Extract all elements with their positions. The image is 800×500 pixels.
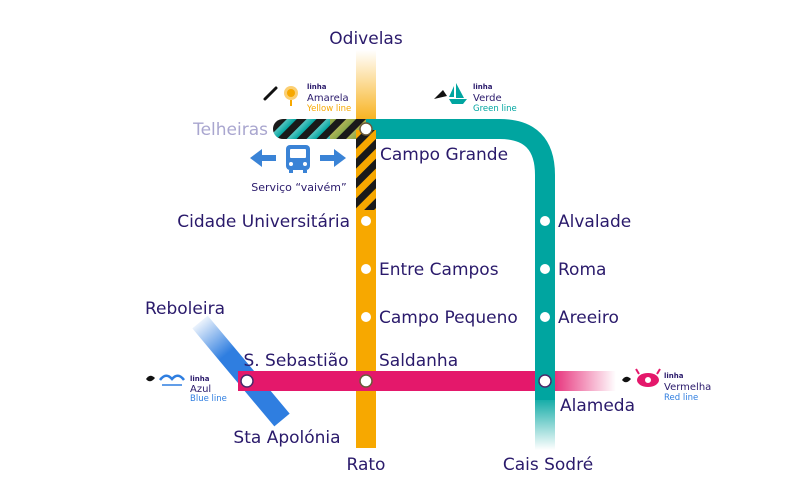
legend-yellow-linha: linha xyxy=(307,83,327,91)
bus-icon xyxy=(286,145,310,173)
station-label-alameda[interactable]: Alameda xyxy=(560,396,635,416)
legend-blue-linha: linha xyxy=(190,375,210,383)
arrow-right-icon xyxy=(320,149,346,167)
compass-icon xyxy=(635,368,661,387)
legend-green-line: linha Verde Green line xyxy=(434,83,517,114)
train-symbol-icon xyxy=(434,90,447,99)
station-dot-entre-campos[interactable] xyxy=(361,264,371,274)
shuttle-segment-vertical xyxy=(356,130,376,210)
station-label-cidade-universitaria[interactable]: Cidade Universitária xyxy=(177,212,350,232)
station-dot-s-sebastiao[interactable] xyxy=(240,374,254,388)
station-label-campo-pequeno[interactable]: Campo Pequeno xyxy=(379,308,518,328)
station-label-areeiro[interactable]: Areeiro xyxy=(558,308,619,328)
station-label-entre-campos[interactable]: Entre Campos xyxy=(379,260,499,280)
green-line-fade xyxy=(535,395,555,450)
station-label-s-sebastiao[interactable]: S. Sebastião xyxy=(243,351,348,371)
legend-blue-name: Azul xyxy=(190,384,211,395)
shuttle-label: Serviço “vaivém” xyxy=(251,181,346,194)
station-dot-areeiro[interactable] xyxy=(540,312,550,322)
train-symbol-icon xyxy=(622,376,631,383)
train-symbol-icon xyxy=(146,375,155,382)
legend-yellow-line: linha Amarela Yellow line xyxy=(263,83,351,114)
legend-green-name: Verde xyxy=(473,93,502,104)
station-label-campo-grande[interactable]: Campo Grande xyxy=(380,145,508,165)
station-label-reboleira[interactable]: Reboleira xyxy=(145,299,225,319)
arrow-left-icon xyxy=(250,149,276,167)
red-line xyxy=(238,371,548,391)
legend-red-line: linha Vermelha Red line xyxy=(622,368,711,403)
station-label-alvalade[interactable]: Alvalade xyxy=(558,212,631,232)
station-dot-campo-grande[interactable] xyxy=(359,122,373,136)
station-dot-cidade-universitaria[interactable] xyxy=(361,216,371,226)
green-line xyxy=(366,119,555,400)
shuttle-indicator: Serviço “vaivém” xyxy=(250,145,347,194)
station-label-telheiras[interactable]: Telheiras xyxy=(192,120,268,140)
seagull-icon xyxy=(159,374,185,386)
legend-blue-english: Blue line xyxy=(190,394,227,404)
station-dot-saldanha[interactable] xyxy=(359,374,373,388)
train-symbol-icon xyxy=(263,86,278,101)
station-dot-alameda[interactable] xyxy=(538,374,552,388)
caravel-icon xyxy=(449,83,467,104)
legend-red-name: Vermelha xyxy=(664,382,711,393)
station-label-saldanha[interactable]: Saldanha xyxy=(379,351,458,371)
sunflower-icon xyxy=(284,86,298,106)
station-label-roma[interactable]: Roma xyxy=(558,260,606,280)
legend-green-english: Green line xyxy=(473,104,517,114)
station-label-odivelas[interactable]: Odivelas xyxy=(329,29,403,49)
red-line-fade xyxy=(546,371,616,391)
station-dot-roma[interactable] xyxy=(540,264,550,274)
station-label-sta-apolonia[interactable]: Sta Apolónia xyxy=(233,428,340,448)
station-label-rato[interactable]: Rato xyxy=(347,455,386,475)
legend-green-linha: linha xyxy=(473,83,493,91)
legend-blue-line: linha Azul Blue line xyxy=(146,374,227,404)
station-dot-campo-pequeno[interactable] xyxy=(361,312,371,322)
legend-red-english: Red line xyxy=(664,393,698,403)
yellow-line-fade xyxy=(356,50,376,130)
legend-yellow-english: Yellow line xyxy=(306,104,351,114)
legend-red-linha: linha xyxy=(664,372,684,380)
station-label-cais-sodre[interactable]: Cais Sodré xyxy=(503,455,593,475)
legend-yellow-name: Amarela xyxy=(307,93,349,104)
station-dot-alvalade[interactable] xyxy=(540,216,550,226)
